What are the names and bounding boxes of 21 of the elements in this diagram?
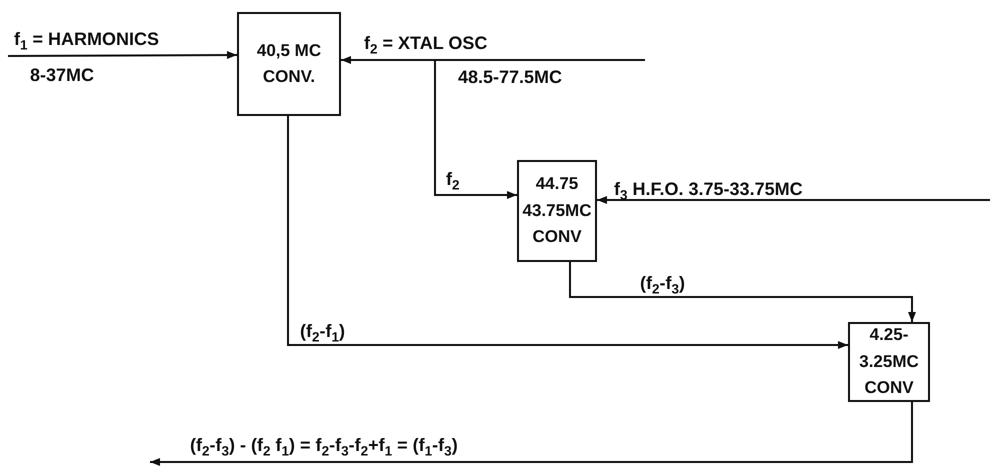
arrow (287, 116, 848, 349)
arrow (341, 56, 645, 64)
edge-label: (f$_{2}$-f$_{3}$) - (f$_{2}$ f$_{1}$) = f$_{2}$-f$_{3}$-f$_{2}$+f$_{1}$ = (f$_{1}$-f$_{3}$) (190, 436, 458, 458)
converter-box (848, 322, 930, 402)
arrow (150, 402, 913, 466)
converter-label: 44.75 43.75MC CONV (522, 173, 592, 248)
converter-box (237, 12, 341, 116)
frequency-range-label: 8-37MC (30, 66, 94, 84)
converter-box (517, 160, 597, 262)
converter-label: 4.25- 3.25MC CONV (858, 324, 920, 400)
arrow (8, 51, 237, 60)
frequency-range-label: 48.5-77.5MC (458, 68, 562, 86)
edge-label: f$_{1}$ = HARMONICS (14, 30, 160, 52)
arrow (569, 262, 916, 322)
converter-label: 40,5 MC CONV. (256, 40, 322, 88)
arrow (597, 196, 990, 204)
edge-label: (f$_{2}$-f$_{1}$) (300, 322, 346, 344)
edge-label: (f$_{2}$-f$_{3}$) (640, 274, 686, 296)
edge-label: f$_{2}$ = XTAL OSC (364, 34, 488, 56)
arrow (434, 60, 517, 199)
edge-label: f$_{2}$ (446, 170, 460, 192)
